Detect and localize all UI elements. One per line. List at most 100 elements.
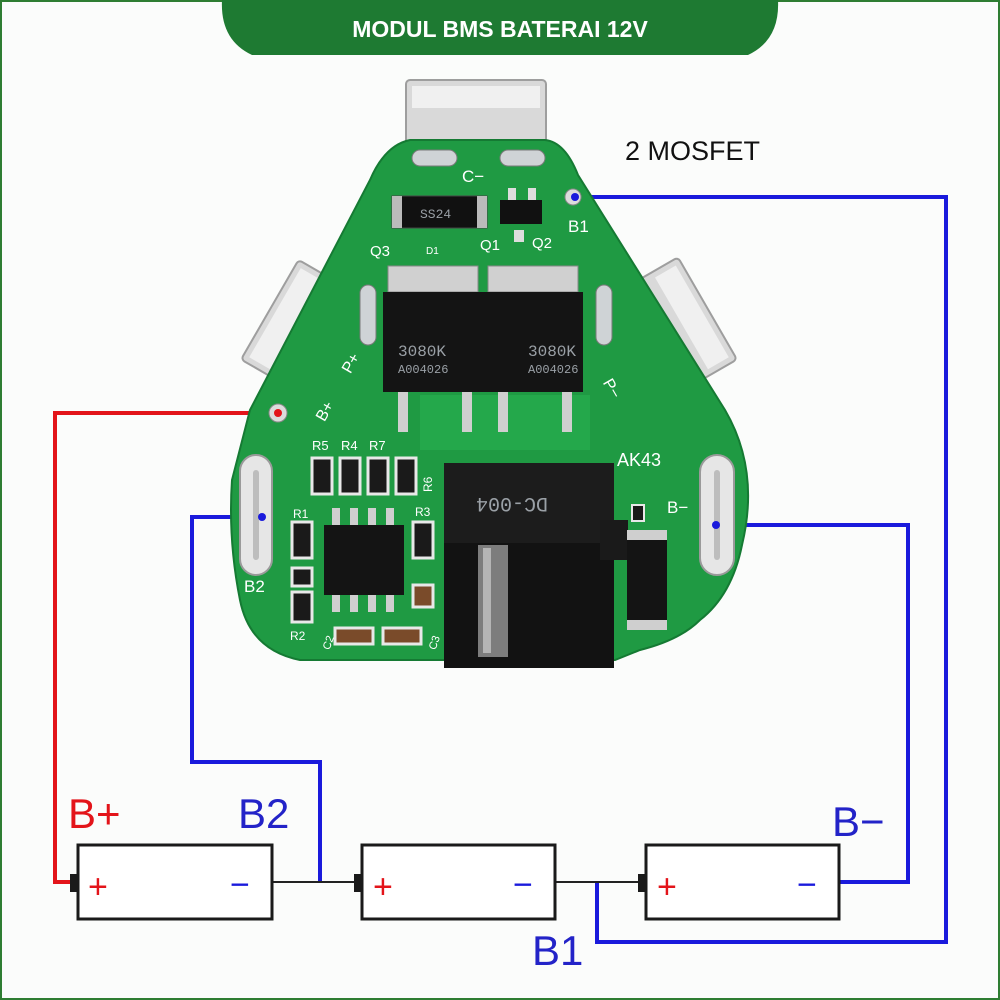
silk-r5: R5 <box>312 438 329 453</box>
wire-b1 <box>575 195 948 944</box>
silk-b-minus: B− <box>667 498 688 517</box>
silk-c2: C2 <box>321 634 337 651</box>
dc-jack-top <box>444 463 614 543</box>
cell-terminal <box>354 874 362 892</box>
diode-d1 <box>391 195 488 229</box>
tab-highlight <box>249 268 322 370</box>
silk-b1: B1 <box>568 217 589 236</box>
ic-pin <box>386 595 394 612</box>
silk-r1: R1 <box>293 507 309 521</box>
mosfet-2-lot: A004026 <box>528 363 578 377</box>
resistor-r2 <box>290 590 314 624</box>
battery-cell-3: + − <box>638 843 841 921</box>
cell-terminal <box>638 874 646 892</box>
cell-minus: − <box>797 866 817 904</box>
diode-rectifier <box>627 530 667 630</box>
protection-ic <box>324 525 404 595</box>
cell-body <box>644 843 841 921</box>
silk-q3: Q3 <box>370 243 390 260</box>
diode-marking: SS24 <box>420 207 451 222</box>
tab-highlight <box>412 86 540 108</box>
cell-terminal <box>70 874 78 892</box>
wire-b-minus <box>716 523 910 884</box>
transistor-pin <box>514 230 524 242</box>
battery-cell-1: + − <box>70 843 274 921</box>
mosfet-note: 2 MOSFET <box>625 136 760 166</box>
mosfet-1-body <box>383 292 483 392</box>
diode-lead-left <box>392 196 402 228</box>
mosfet-leg <box>562 392 572 432</box>
resistor-r3 <box>411 520 435 560</box>
ic-pin <box>350 508 358 525</box>
transistor-pin <box>528 188 536 200</box>
silk-r7: R7 <box>369 438 386 453</box>
pad-b2-slot-hole <box>253 470 259 560</box>
diode-lead-right <box>477 196 487 228</box>
transistor-q2 <box>500 200 542 224</box>
ic-pin <box>332 595 340 612</box>
silk-d1: D1 <box>426 246 439 257</box>
ic-pin <box>368 595 376 612</box>
capacitor-c3a <box>411 583 435 609</box>
battery-cell-2: + − <box>354 843 557 921</box>
silk-r2: R2 <box>290 629 306 643</box>
dc-jack-side <box>600 520 628 560</box>
resistor-r2a <box>290 566 314 588</box>
resistor-r1 <box>290 520 314 560</box>
diode-rectifier-lead <box>627 530 667 540</box>
silk-r6: R6 <box>421 476 435 492</box>
resistor-r7 <box>366 456 390 496</box>
diode-rectifier-lead <box>627 620 667 630</box>
ic-pin <box>368 508 376 525</box>
silk-r3: R3 <box>415 505 431 519</box>
cell-body <box>360 843 557 921</box>
capacitor-c2 <box>333 626 375 646</box>
wire-dot-b1 <box>571 193 579 201</box>
ic-pin <box>332 508 340 525</box>
pad-c-minus-left <box>411 149 458 167</box>
small-smd <box>631 504 645 522</box>
capacitor-c3 <box>381 626 423 646</box>
mosfet-2-tab <box>487 265 579 293</box>
cell-plus: + <box>88 868 108 906</box>
silk-ak43: AK43 <box>617 450 661 470</box>
silk-c3: C3 <box>427 634 443 651</box>
resistor-r4 <box>338 456 362 496</box>
cell-body <box>76 843 274 921</box>
resistor-r6 <box>394 456 418 496</box>
silk-q2: Q2 <box>532 235 552 252</box>
ic-pin <box>386 508 394 525</box>
pad-p-plus <box>359 284 377 346</box>
label-b2: B2 <box>238 790 289 837</box>
dc-jack-pin <box>478 545 508 657</box>
silk-c-minus: C− <box>462 167 484 186</box>
mosfet-1-lot: A004026 <box>398 363 448 377</box>
resistor-r5 <box>310 456 334 496</box>
wire-dot-b-plus <box>274 409 282 417</box>
label-b-minus: B− <box>832 798 885 845</box>
pad-c-minus-right <box>499 149 546 167</box>
transistor-pin <box>508 188 516 200</box>
tab-highlight <box>654 265 729 370</box>
cell-plus: + <box>657 868 677 906</box>
pad-b-minus-slot-hole <box>714 470 720 560</box>
banner-title: MODUL BMS BATERAI 12V <box>352 16 648 42</box>
title-banner <box>221 0 779 55</box>
wire-b-plus <box>53 411 278 884</box>
dc-jack-marking: DC-004 <box>476 491 548 514</box>
dc-jack-pin-shine <box>483 548 491 653</box>
mosfet-2-body <box>483 292 583 392</box>
cell-plus: + <box>373 868 393 906</box>
mosfet-1-part: 3080K <box>398 343 446 361</box>
pad-p-minus <box>595 284 613 346</box>
cell-minus: − <box>513 866 533 904</box>
wire-dot-b2 <box>258 513 266 521</box>
cell-minus: − <box>230 866 250 904</box>
mosfet-2-part: 3080K <box>528 343 576 361</box>
silk-q1: Q1 <box>480 237 500 254</box>
wire-b2 <box>190 515 322 882</box>
bms-board: C− SS24 B1 Q3 D1 Q1 Q2 3080K A004026 308… <box>230 79 750 668</box>
mosfet-leg <box>498 392 508 432</box>
mosfet-leg <box>398 392 408 432</box>
